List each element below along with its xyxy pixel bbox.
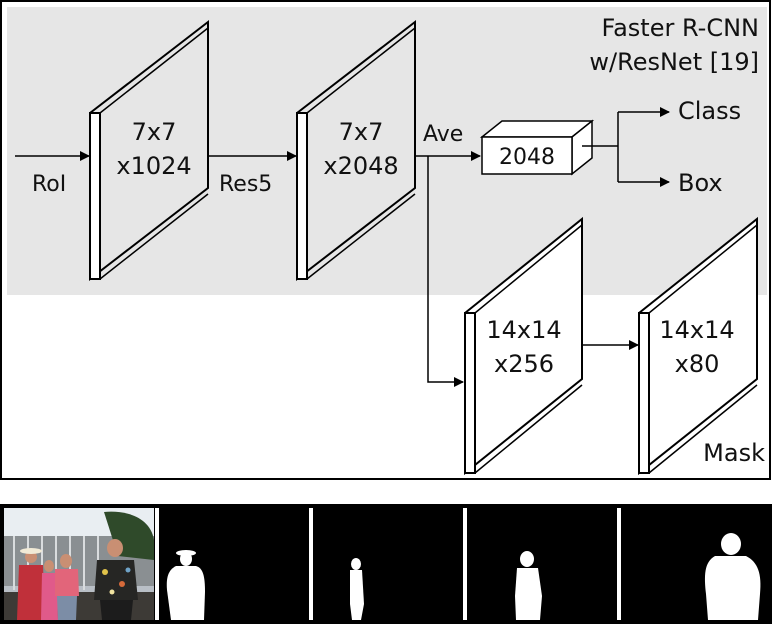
mask-output-4 [621, 508, 771, 620]
conv1-line1: 7x7 [132, 118, 177, 146]
mask-output-3 [467, 508, 617, 620]
mask-label: Mask [703, 439, 765, 467]
mask1-line2: x256 [494, 350, 554, 378]
conv2-line2: x2048 [323, 152, 398, 180]
mask-output-1 [159, 508, 309, 620]
mask-block-14x14x256 [464, 216, 583, 476]
roi-label: RoI [32, 172, 66, 197]
header-line2: w/ResNet [19] [589, 48, 759, 76]
mask2-line2: x80 [675, 350, 720, 378]
mask-output-2 [313, 508, 463, 620]
input-photo [4, 508, 154, 620]
conv2-line1: 7x7 [339, 118, 384, 146]
mask-block-14x14x80 [638, 216, 758, 476]
mask1-line1: 14x14 [486, 316, 561, 344]
conv-block-7x7x2048 [296, 19, 416, 282]
conv-block-7x7x1024 [89, 19, 209, 282]
mask2-line1: 14x14 [659, 316, 734, 344]
fc-box-2048 [479, 119, 595, 176]
conv1-line2: x1024 [116, 152, 191, 180]
header-line1: Faster R-CNN [601, 14, 759, 42]
box-label: Box [678, 169, 723, 197]
class-label: Class [678, 97, 741, 125]
mask-branch-arrow [427, 156, 464, 387]
ave-label: Ave [423, 122, 463, 147]
res5-label: Res5 [219, 172, 272, 197]
fc-label: 2048 [499, 145, 555, 170]
